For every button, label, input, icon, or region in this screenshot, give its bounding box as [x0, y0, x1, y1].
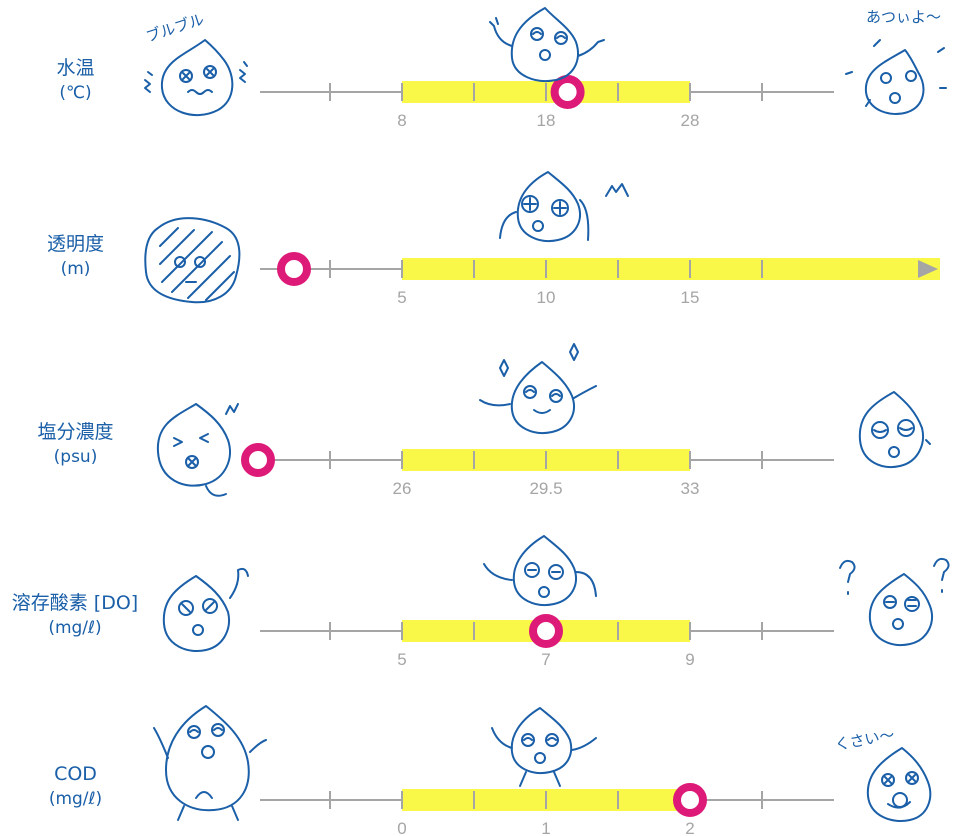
label-water-temp: 水温 (℃) — [18, 56, 133, 105]
tick-label: 8 — [397, 111, 406, 130]
label-cod-unit: (mg/ℓ) — [48, 788, 103, 809]
row-water-temp: 8 18 28 ブルブル あつぃよ～ — [144, 7, 947, 130]
value-marker — [241, 443, 275, 477]
tick-label: 5 — [397, 650, 406, 669]
row-salinity: 26 29.5 33 — [156, 343, 931, 498]
value-marker — [673, 783, 707, 817]
tick-label: 9 — [685, 650, 694, 669]
label-dissolved-oxygen-unit: (mg/ℓ) — [48, 617, 102, 638]
tick-label: 1 — [541, 819, 550, 836]
murky-blob-icon — [144, 217, 241, 304]
label-transparency-name: 透明度 — [46, 233, 104, 255]
axis-dissolved-oxygen: 5 7 9 — [260, 614, 834, 669]
row-dissolved-oxygen: 5 7 9 — [162, 535, 950, 669]
label-water-temp-name: 水温 — [56, 57, 95, 79]
label-cod-name: COD — [54, 763, 97, 785]
tick-label: 15 — [681, 288, 700, 307]
label-salinity-name: 塩分濃度 — [37, 421, 114, 443]
drop-chubby-icon — [153, 705, 267, 821]
note-hot: あつぃよ～ — [866, 8, 941, 26]
drop-content-icon — [483, 535, 597, 606]
drop-shivering-icon — [144, 39, 248, 117]
range-band — [402, 258, 940, 280]
value-marker — [550, 75, 585, 109]
label-transparency: 透明度 (m) — [18, 232, 133, 281]
tick-label: 18 — [537, 111, 556, 130]
drop-confused-icon — [839, 557, 950, 646]
drop-happy-icon — [489, 7, 605, 82]
drop-sparkle-icon — [499, 171, 629, 242]
tick-label: 0 — [397, 819, 406, 836]
tick-label: 5 — [397, 288, 406, 307]
value-marker — [529, 614, 563, 648]
axis-cod: 0 1 2 — [260, 783, 834, 836]
tick-label: 33 — [681, 479, 700, 498]
row-transparency: 5 10 15 — [144, 171, 940, 307]
tick-label: 29.5 — [529, 479, 562, 498]
label-water-temp-unit: (℃) — [59, 82, 92, 103]
label-salinity-unit: (psu) — [53, 446, 98, 467]
label-dissolved-oxygen-name: 溶存酸素 [DO] — [11, 592, 139, 614]
tick-label: 2 — [685, 819, 694, 836]
value-marker — [277, 252, 311, 286]
drop-happy-small-icon — [491, 707, 597, 787]
label-transparency-unit: (m) — [60, 258, 91, 279]
drop-disgusted-icon — [866, 747, 932, 822]
drop-cheer-icon — [479, 343, 597, 434]
drop-grumpy-icon — [162, 567, 249, 652]
axis-transparency: 5 10 15 — [260, 252, 940, 307]
axis-water-temp: 8 18 28 — [260, 75, 834, 130]
tick-label: 28 — [681, 111, 700, 130]
row-cod: 0 1 2 くさい～ — [153, 705, 932, 836]
note-smelly: くさい～ — [834, 726, 896, 754]
axis-salinity: 26 29.5 33 — [241, 443, 834, 498]
drop-tired-icon — [858, 391, 931, 468]
label-dissolved-oxygen: 溶存酸素 [DO] (mg/ℓ) — [0, 591, 150, 640]
label-cod: COD (mg/ℓ) — [18, 762, 133, 811]
axis-arrow-icon — [918, 260, 938, 278]
note-shivering: ブルブル — [144, 10, 207, 46]
tick-label: 26 — [393, 479, 412, 498]
drop-hot-icon — [845, 39, 947, 115]
label-salinity: 塩分濃度 (psu) — [18, 420, 133, 469]
drop-stressed-icon — [156, 403, 239, 497]
tick-label: 10 — [537, 288, 556, 307]
tick-label: 7 — [541, 650, 550, 669]
